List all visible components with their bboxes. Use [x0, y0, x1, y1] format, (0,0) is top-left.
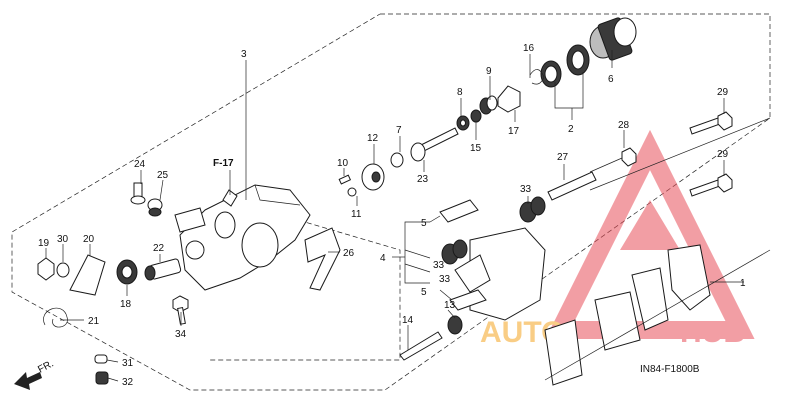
label-part-6: 6 [608, 74, 614, 85]
label-part-33a: 33 [520, 184, 532, 195]
label-part-32: 32 [122, 377, 134, 388]
triangle-logo-icon [545, 129, 755, 339]
label-part-1: 1 [740, 278, 746, 289]
part-22-boot [144, 258, 182, 281]
part-33-boot-mid [441, 239, 468, 265]
label-part-22: 22 [153, 243, 165, 254]
part-2-seal-kit [540, 44, 590, 88]
leader-lines [45, 50, 771, 382]
part-5-clip-lower [449, 289, 487, 311]
part-6-piston [589, 17, 637, 61]
arrow-left-icon [14, 372, 42, 390]
label-part-24: 24 [134, 159, 146, 170]
label-part-28: 28 [618, 120, 630, 131]
label-part-7: 7 [396, 125, 402, 136]
label-part-33b: 33 [439, 274, 451, 285]
label-part-17: 17 [508, 126, 520, 137]
part-26-bracket [304, 227, 341, 291]
part-28-bolt [589, 147, 637, 173]
label-part-30: 30 [57, 234, 69, 245]
part-15-ring [470, 109, 482, 123]
label-part-20: 20 [83, 234, 95, 245]
label-part-14: 14 [402, 315, 414, 326]
watermark-text-b: HUB [680, 316, 745, 349]
part-20-arm [69, 254, 106, 296]
part-bracket-assembly [454, 227, 546, 321]
label-part-8: 8 [457, 87, 463, 98]
part-23-adjuster-bolt [410, 127, 459, 162]
part-34-bolt [172, 295, 189, 325]
front-direction-indicator: FR. [14, 358, 56, 390]
label-part-15: 15 [470, 143, 482, 154]
label-part-26: 26 [343, 248, 355, 259]
part-29-bolt-lower [689, 173, 733, 197]
label-part-18: 18 [120, 299, 132, 310]
part-9-spring [479, 95, 498, 115]
label-part-25: 25 [157, 170, 169, 181]
label-part-3: 3 [241, 49, 247, 60]
subassembly-boundary [210, 199, 401, 361]
reference-label: F-17 [213, 158, 234, 169]
part-13-boot [447, 315, 463, 335]
label-part-13: 13 [444, 300, 456, 311]
part-12-lever [361, 163, 385, 191]
part-11-oring [347, 187, 357, 197]
label-part-5a: 5 [421, 218, 427, 229]
label-part-21: 21 [88, 316, 100, 327]
label-part-29b: 29 [717, 149, 729, 160]
label-part-12: 12 [367, 133, 379, 144]
part-19-nut [37, 257, 55, 281]
part-labels: 1 2 3 4 5 5 6 7 8 9 10 11 12 13 14 15 16… [38, 43, 746, 388]
part-25-cap [147, 198, 163, 217]
part-3-caliper-body [174, 184, 311, 291]
part-30-washer [56, 262, 70, 278]
label-part-31: 31 [122, 358, 134, 369]
label-part-27: 27 [557, 152, 569, 163]
part-24-bleeder [130, 182, 146, 205]
part-27-pin [547, 171, 597, 201]
part-16-clip [529, 69, 545, 85]
label-part-16: 16 [523, 43, 535, 54]
label-part-19: 19 [38, 238, 50, 249]
part-29-bolt-upper [689, 111, 733, 135]
label-part-23: 23 [417, 174, 429, 185]
label-part-34: 34 [175, 329, 187, 340]
label-part-2: 2 [568, 124, 574, 135]
diagram-code: IN84-F1800B [640, 364, 700, 375]
label-part-9: 9 [486, 66, 492, 77]
label-part-5b: 5 [421, 287, 427, 298]
label-part-33c: 33 [433, 260, 445, 271]
direction-label: FR. [36, 358, 55, 375]
part-21-spring [43, 307, 68, 328]
part-10-pin [338, 174, 352, 185]
label-part-10: 10 [337, 158, 349, 169]
label-part-29a: 29 [717, 87, 729, 98]
label-part-4: 4 [380, 253, 386, 264]
part-7-ring [390, 152, 404, 168]
part-31-cap [94, 354, 108, 364]
part-33-boot-upper [519, 196, 546, 223]
part-17-nut [497, 85, 521, 113]
part-5-clip-upper [439, 199, 479, 223]
part-32-cap [95, 371, 109, 385]
part-14-pin [399, 331, 443, 361]
label-part-11: 11 [351, 209, 362, 220]
